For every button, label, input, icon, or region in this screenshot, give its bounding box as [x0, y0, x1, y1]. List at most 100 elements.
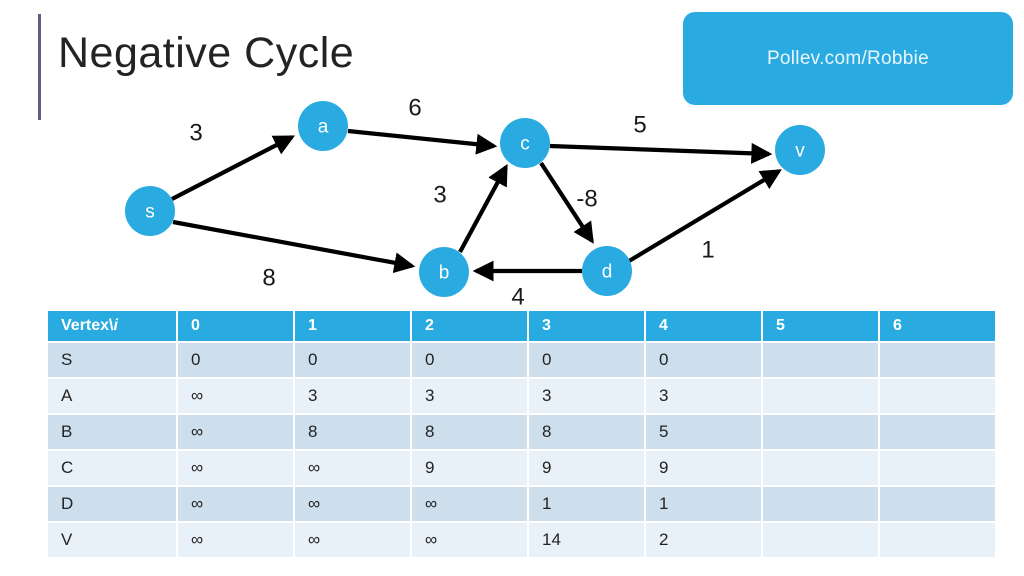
table-cell: [762, 378, 880, 415]
table-cell: [762, 522, 880, 559]
graph-node-b[interactable]: b: [419, 247, 469, 297]
table-header-col-0: 0: [177, 311, 295, 343]
table-cell-vertex: V: [48, 522, 178, 559]
graph-edge-weights: 3 6 5 -8 3 8 4 1: [189, 95, 714, 311]
table-cell: ∞: [294, 522, 412, 559]
node-circle-b: [419, 247, 469, 297]
bellman-ford-table: Vertex\i 0 1 2 3 4 5 6 S 0 0 0 0 0: [48, 311, 997, 559]
edge-weight-c-d: -8: [576, 186, 597, 213]
table-cell: ∞: [177, 486, 295, 523]
node-label-b: b: [439, 263, 450, 284]
edge-s-a: [171, 135, 295, 201]
table-cell: 2: [645, 522, 763, 559]
edge-b-c: [458, 164, 508, 253]
table-header-col-3: 3: [528, 311, 646, 343]
table-cell: 14: [528, 522, 646, 559]
graph-svg: s a c v b: [125, 95, 825, 311]
edge-weight-a-c: 6: [408, 95, 421, 122]
node-circle-c: [500, 118, 550, 168]
table-cell: ∞: [177, 414, 295, 451]
table-cell: 8: [528, 414, 646, 451]
table-cell: [762, 414, 880, 451]
edge-d-v: [627, 169, 782, 263]
table-cell: 3: [645, 378, 763, 415]
page-title: Negative Cycle: [58, 29, 355, 77]
table-cell-vertex: C: [48, 450, 178, 487]
table-cell: [879, 414, 997, 451]
edge-weight-d-b: 4: [511, 284, 524, 311]
node-circle-s: [125, 186, 175, 236]
edge-c-v: [549, 142, 773, 164]
edge-weight-s-a: 3: [189, 120, 202, 147]
table-header-vertex: Vertex\i: [48, 311, 178, 343]
table-header-col-6: 6: [879, 311, 997, 343]
table-cell: 9: [528, 450, 646, 487]
table-header-row: Vertex\i 0 1 2 3 4 5 6: [48, 311, 997, 343]
node-circle-a: [298, 101, 348, 151]
table-header-vertex-prefix: Vertex\: [61, 317, 114, 334]
table-cell: 9: [411, 450, 529, 487]
table-row: C ∞ ∞ 9 9 9: [48, 450, 997, 487]
table-cell-vertex: D: [48, 486, 178, 523]
table-cell-vertex: A: [48, 378, 178, 415]
table-cell: ∞: [177, 378, 295, 415]
table-cell: ∞: [294, 486, 412, 523]
table-cell: 8: [294, 414, 412, 451]
graph-node-a[interactable]: a: [298, 101, 348, 151]
node-circle-v: [775, 125, 825, 175]
table-header-col-1: 1: [294, 311, 412, 343]
table-cell: 3: [411, 378, 529, 415]
table-header-col-4: 4: [645, 311, 763, 343]
table-cell: [762, 342, 880, 379]
table-cell: 0: [645, 342, 763, 379]
edge-weight-s-b: 8: [262, 265, 275, 292]
pollev-link-label: Pollev.com/Robbie: [766, 47, 930, 69]
table-cell: ∞: [411, 486, 529, 523]
node-circle-d: [582, 246, 632, 296]
edge-c-d: [539, 161, 594, 244]
table-header-vertex-italic: i: [113, 317, 118, 334]
table-cell: 0: [294, 342, 412, 379]
table-row: A ∞ 3 3 3 3: [48, 378, 997, 415]
table-cell: 0: [411, 342, 529, 379]
graph-node-c[interactable]: c: [500, 118, 550, 168]
graph-node-d[interactable]: d: [582, 246, 632, 296]
graph-node-s[interactable]: s: [125, 186, 175, 236]
table-row: D ∞ ∞ ∞ 1 1: [48, 486, 997, 523]
table-cell: 0: [177, 342, 295, 379]
table-cell: [879, 342, 997, 379]
graph-diagram: s a c v b: [0, 90, 1024, 315]
table-cell: 1: [528, 486, 646, 523]
node-label-a: a: [318, 117, 329, 138]
title-accent-bar: [38, 14, 41, 120]
table-cell: [879, 450, 997, 487]
table-cell: ∞: [294, 450, 412, 487]
table-cell: [762, 450, 880, 487]
table-cell: 8: [411, 414, 529, 451]
graph-nodes: s a c v b: [125, 101, 825, 297]
edge-weight-c-v: 5: [633, 112, 646, 139]
table-cell: 1: [645, 486, 763, 523]
edge-s-b: [172, 219, 416, 274]
graph-node-v[interactable]: v: [775, 125, 825, 175]
table-row: V ∞ ∞ ∞ 14 2: [48, 522, 997, 559]
table-cell: ∞: [177, 450, 295, 487]
table-cell: [762, 486, 880, 523]
edge-weight-d-v: 1: [701, 237, 714, 264]
graph-edges: [171, 128, 782, 282]
edge-weight-b-c: 3: [433, 182, 446, 209]
table-cell-vertex: S: [48, 342, 178, 379]
node-label-v: v: [795, 141, 805, 162]
pollev-link-box[interactable]: Pollev.com/Robbie: [683, 12, 1013, 105]
table-cell: 3: [528, 378, 646, 415]
table-cell: ∞: [177, 522, 295, 559]
table-row: B ∞ 8 8 8 5: [48, 414, 997, 451]
table-cell: [879, 378, 997, 415]
node-label-c: c: [520, 134, 530, 155]
table-cell: [879, 522, 997, 559]
table-cell: 3: [294, 378, 412, 415]
table-header-col-2: 2: [411, 311, 529, 343]
edge-a-c: [347, 128, 498, 155]
table-cell-vertex: B: [48, 414, 178, 451]
